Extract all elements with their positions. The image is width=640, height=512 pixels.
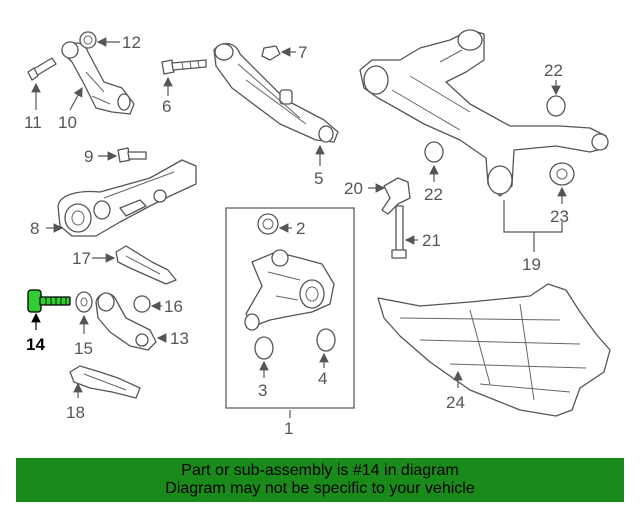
part-21-bolt[interactable]: [391, 205, 407, 259]
part-15-washer[interactable]: [75, 291, 93, 313]
callout-16: 16: [164, 297, 183, 316]
callout-5: 5: [314, 169, 323, 188]
part-22-bushing-lower[interactable]: [424, 141, 444, 163]
callout-14: 14: [26, 335, 45, 354]
parts-diagram: 12 11 10 6 7 5 9 8 17 14 15 16 13 18 2 3…: [24, 29, 611, 438]
part-9-bolt[interactable]: [117, 147, 147, 163]
callout-7: 7: [298, 43, 307, 62]
leaders: [31, 37, 567, 418]
part-13-link[interactable]: [95, 292, 157, 351]
callout-17: 17: [72, 249, 91, 268]
part-24-undercover[interactable]: [377, 283, 611, 417]
callout-22-upper: 22: [544, 61, 563, 80]
part-20-bracket[interactable]: [381, 177, 411, 215]
callout-13: 13: [170, 329, 189, 348]
callout-21: 21: [422, 231, 441, 250]
callout-10: 10: [58, 113, 77, 132]
callout-19: 19: [522, 255, 541, 274]
callout-3: 3: [258, 381, 267, 400]
part-1-knuckle-box[interactable]: [225, 207, 355, 409]
part-5-lower-arm[interactable]: [213, 43, 339, 143]
part-7-nut[interactable]: [261, 45, 281, 61]
part-8-trailing-arm[interactable]: [57, 159, 197, 237]
part-16-bushing[interactable]: [133, 295, 151, 313]
callout-8: 8: [30, 219, 39, 238]
part-12-bushing[interactable]: [79, 31, 97, 49]
callout-23: 23: [550, 207, 569, 226]
callout-24: 24: [446, 393, 465, 412]
part-14-bolt-highlighted[interactable]: [27, 289, 71, 313]
part-19-subframe[interactable]: [359, 29, 609, 197]
part-23-bushing[interactable]: [549, 162, 575, 186]
part-3-bushing[interactable]: [254, 336, 274, 360]
callout-18: 18: [66, 403, 85, 422]
part-10-upper-arm[interactable]: [61, 41, 135, 115]
callout-1: 1: [284, 419, 293, 438]
info-banner: Part or sub-assembly is #14 in diagram D…: [16, 458, 624, 502]
callout-2: 2: [296, 219, 305, 238]
part-6-bolt[interactable]: [161, 59, 207, 75]
callout-20: 20: [344, 179, 363, 198]
callout-12: 12: [122, 33, 141, 52]
part-18-bracket[interactable]: [69, 365, 141, 399]
callout-22-lower: 22: [424, 185, 443, 204]
callout-labels: 12 11 10 6 7 5 9 8 17 14 15 16 13 18 2 3…: [24, 33, 569, 438]
part-11-bolt[interactable]: [27, 57, 57, 81]
callout-6: 6: [162, 97, 171, 116]
callout-11: 11: [24, 113, 42, 132]
banner-line-2: Diagram may not be specific to your vehi…: [165, 480, 475, 497]
callout-15: 15: [74, 339, 93, 358]
part-2-bushing[interactable]: [257, 213, 279, 235]
callout-4: 4: [318, 369, 327, 388]
part-4-bushing[interactable]: [316, 328, 336, 352]
part-17-bracket[interactable]: [115, 245, 177, 285]
part-22-bushing-upper[interactable]: [546, 95, 566, 117]
callout-9: 9: [84, 147, 93, 166]
banner-line-1: Part or sub-assembly is #14 in diagram: [181, 462, 459, 479]
